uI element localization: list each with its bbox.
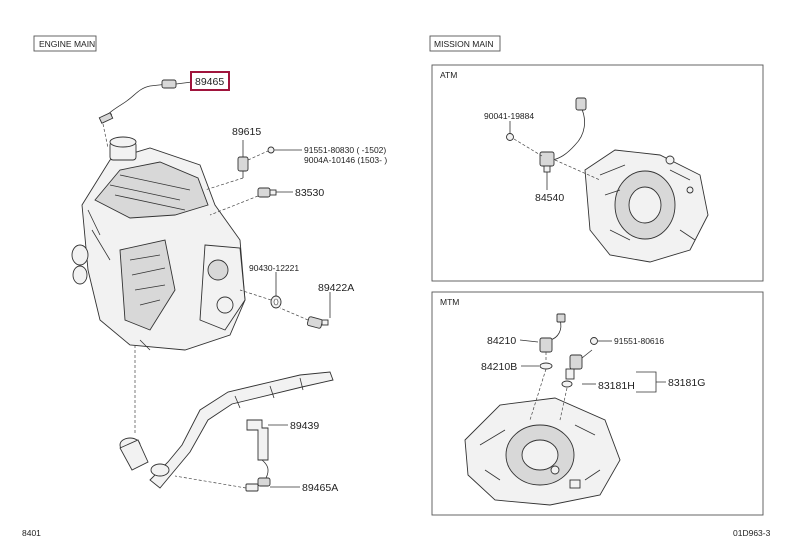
part-label-84210b[interactable]: 84210B: [481, 361, 517, 373]
mtm-label: MTM: [440, 297, 459, 307]
part-label-89615[interactable]: 89615: [232, 126, 261, 138]
part-label-83181h[interactable]: 83181H: [598, 380, 635, 392]
leader-89422a-gasket: [279, 307, 309, 321]
switch-83530: [257, 187, 277, 198]
highlight-box-89465: [190, 71, 230, 91]
part-label-84210[interactable]: 84210: [487, 335, 516, 347]
part-label-89465[interactable]: 89465: [195, 76, 224, 88]
leader-90041-sensor: [513, 138, 543, 157]
part-label-84540[interactable]: 84540: [535, 192, 564, 204]
part-label-89465a[interactable]: 89465A: [302, 482, 338, 494]
part-label-90041-19884[interactable]: 90041-19884: [484, 111, 534, 121]
part-label-89422a[interactable]: 89422A: [318, 282, 354, 294]
sensor-89422a: [306, 316, 329, 329]
speed-sensor-84540: [539, 97, 587, 173]
leader-84540-trans: [554, 159, 601, 181]
part-label-83181g[interactable]: 83181G: [668, 377, 705, 389]
part-label-9004a-10146[interactable]: 9004A-10146 (1503- ): [304, 155, 387, 165]
engine-illustration: [71, 136, 246, 351]
leader-89465-down: [102, 123, 109, 149]
part-label-89439[interactable]: 89439: [290, 420, 319, 432]
atm-label: ATM: [440, 70, 457, 80]
part-label-83530[interactable]: 83530: [295, 187, 324, 199]
part-label-91551-80830[interactable]: 91551-80830 ( -1502): [304, 145, 386, 155]
part-label-90430-12221[interactable]: 90430-12221: [249, 263, 299, 273]
atm-transmission: [584, 149, 709, 263]
leader-83181-trans: [559, 387, 568, 421]
leader-90430-engine: [239, 289, 272, 301]
bolt-90041: [506, 133, 514, 141]
sensor-89615: [237, 156, 249, 178]
leader-89615-engine: [204, 177, 244, 191]
bolt-91551-80830: [267, 146, 275, 154]
bracket-83181g: [636, 371, 666, 393]
sensor-89465a: [245, 459, 271, 492]
leader-89465a-pipe: [174, 475, 247, 489]
mission-main-box: [429, 35, 501, 52]
mtm-transmission: [464, 397, 621, 506]
engine-main-box: [33, 35, 97, 52]
footer-left-code: 8401: [22, 528, 41, 538]
engine-main-label: ENGINE MAIN: [39, 39, 95, 49]
leader-bolt: [247, 150, 269, 161]
atm-panel: [431, 64, 764, 282]
mtm-panel: [431, 291, 764, 516]
leader-83530-engine: [209, 195, 259, 216]
mission-main-label: MISSION MAIN: [434, 39, 494, 49]
exhaust-pipe: [119, 371, 334, 489]
gasket-84210b: [539, 362, 553, 370]
gasket-90430: [270, 295, 282, 309]
leader-84210: [519, 339, 539, 343]
switch-84210: [539, 313, 566, 353]
footer-right-code: 01D963-3: [733, 528, 771, 538]
bolt-91551-80616: [590, 337, 598, 345]
sensor-83181h: [565, 349, 593, 380]
gasket-83181: [561, 380, 573, 388]
oxygen-sensor-89465: [98, 79, 193, 124]
leader-84210-trans: [529, 352, 547, 421]
part-label-91551-80616[interactable]: 91551-80616: [614, 336, 664, 346]
bracket-89439: [246, 419, 269, 461]
